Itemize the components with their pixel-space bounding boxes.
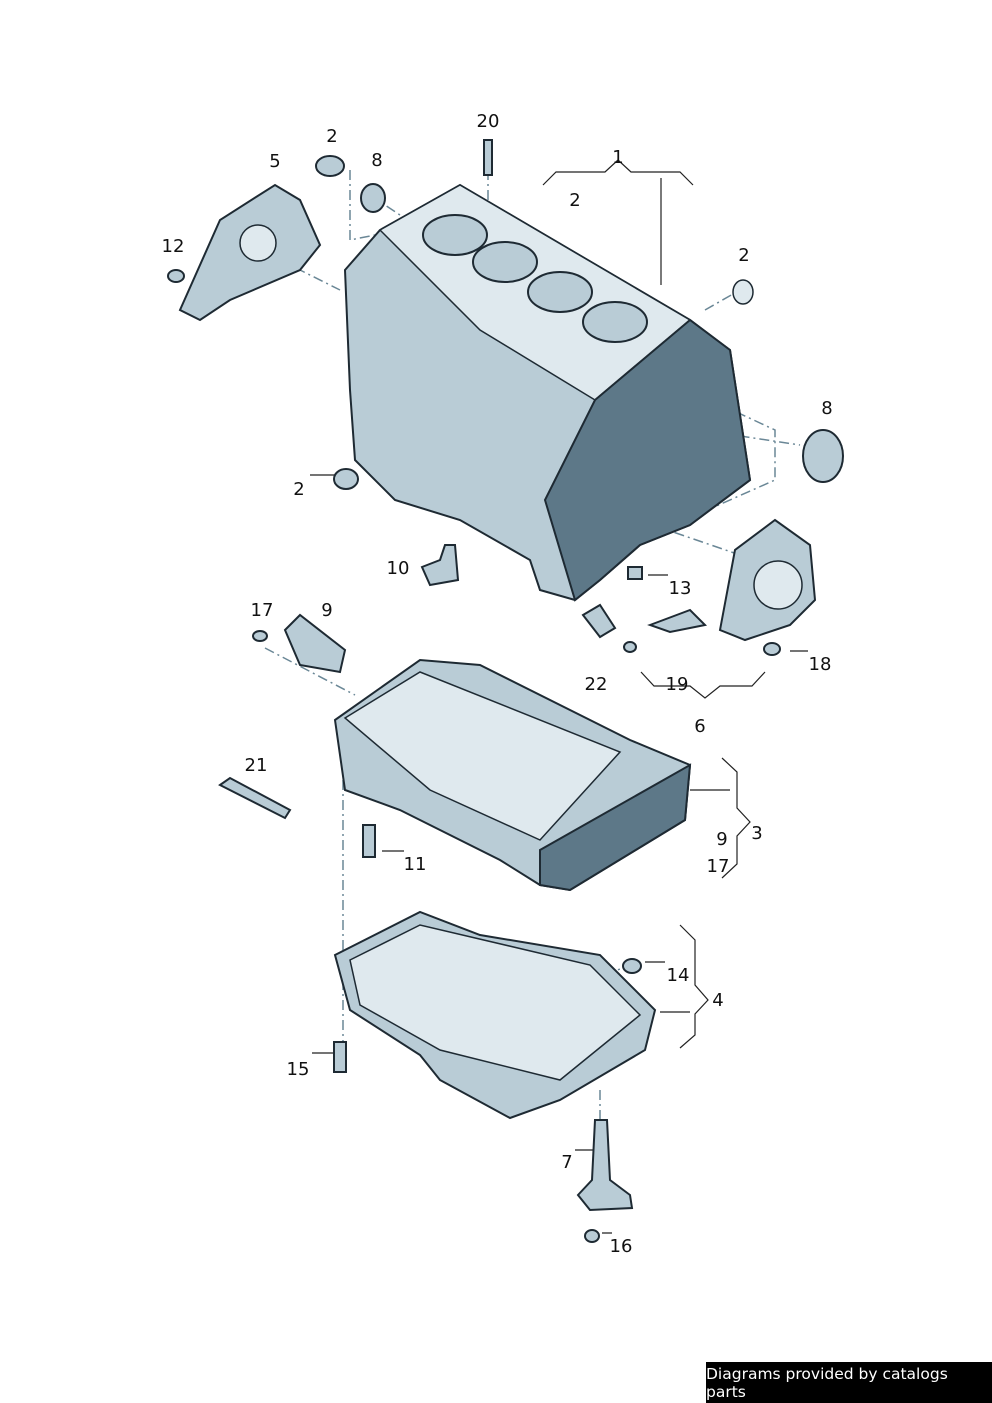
- callout-3: 3: [751, 823, 763, 844]
- callout-2: 2: [738, 245, 750, 266]
- callout-6: 6: [694, 716, 706, 737]
- callout-17: 17: [706, 856, 730, 877]
- callout-7: 7: [561, 1152, 573, 1173]
- callout-19: 19: [665, 674, 689, 695]
- callout-21: 21: [244, 755, 268, 776]
- callout-16: 16: [609, 1236, 633, 1257]
- small-parts: [167, 139, 844, 1243]
- callout-9: 9: [321, 600, 333, 621]
- callout-2: 2: [569, 190, 581, 211]
- callout-2: 2: [326, 126, 338, 147]
- callout-9: 9: [716, 829, 728, 850]
- callout-8: 8: [371, 150, 383, 171]
- callout-4: 4: [712, 990, 724, 1011]
- callout-15: 15: [286, 1059, 310, 1080]
- lower-oil-pan: [333, 910, 657, 1120]
- callout-5: 5: [269, 151, 281, 172]
- callout-10: 10: [386, 558, 410, 579]
- attribution-banner: Diagrams provided by catalogs parts: [706, 1362, 992, 1403]
- callout-14: 14: [666, 965, 690, 986]
- front-seal-flange: [718, 518, 817, 642]
- cylinder-block: [343, 183, 752, 602]
- callout-13: 13: [668, 578, 692, 599]
- callout-2: 2: [293, 479, 305, 500]
- callout-11: 11: [403, 854, 427, 875]
- callout-20: 20: [476, 111, 500, 132]
- callout-22: 22: [584, 674, 608, 695]
- callout-18: 18: [808, 654, 832, 675]
- callout-17: 17: [250, 600, 274, 621]
- leader-lines: [259, 150, 808, 1234]
- callout-8: 8: [821, 398, 833, 419]
- callout-1: 1: [612, 147, 624, 168]
- callout-12: 12: [161, 236, 185, 257]
- rear-seal-flange: [178, 183, 322, 322]
- upper-oil-pan: [333, 658, 692, 892]
